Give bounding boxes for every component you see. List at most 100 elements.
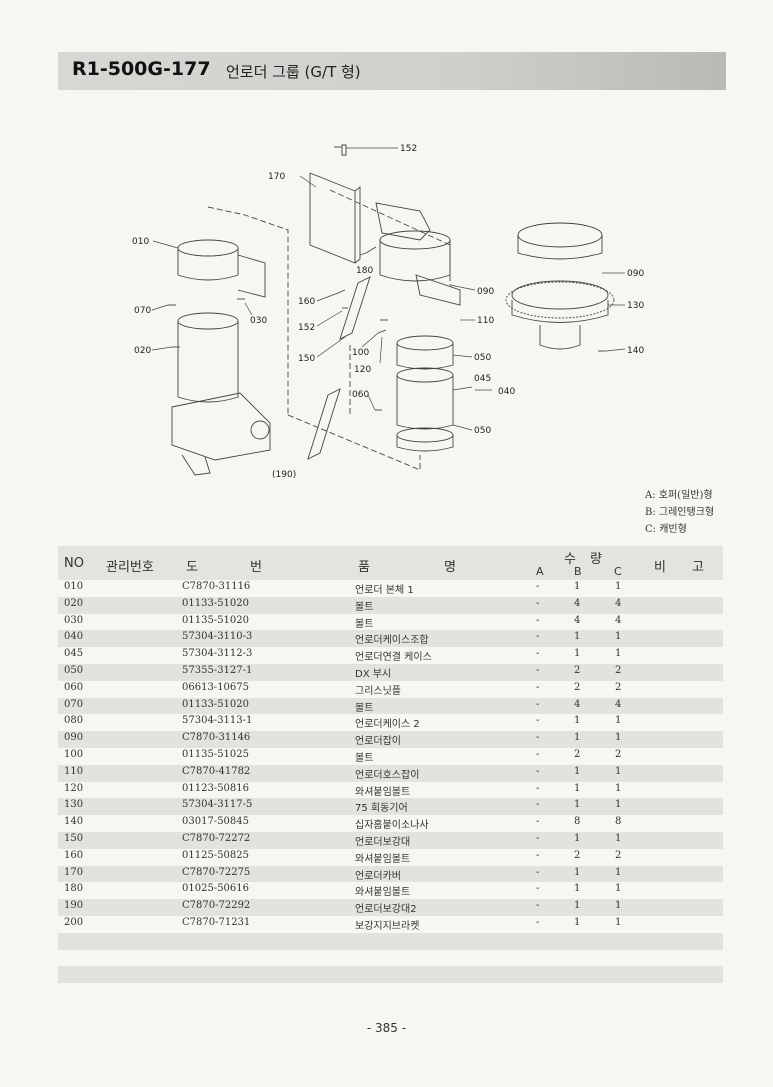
header-no: NO: [64, 556, 84, 571]
parts-table-header: NO 관리번호 도 번 품 명 수 량 A B C 비 고: [58, 546, 723, 580]
cell-qty-c: 4: [615, 614, 622, 626]
callout-140: 140: [627, 346, 644, 356]
cell-part-number: 57304-3112-3: [182, 648, 253, 660]
cell-qty-b: 1: [574, 883, 581, 895]
cell-qty-a: -: [536, 916, 540, 928]
cell-qty-b: 1: [574, 782, 581, 794]
cell-part-number: C7870-41782: [182, 765, 251, 777]
cell-qty-c: 1: [615, 581, 622, 592]
cell-qty-c: 1: [615, 648, 622, 660]
callout-070: 070: [134, 306, 151, 316]
cell-qty-a: -: [536, 748, 540, 760]
cell-qty-c: 2: [615, 664, 622, 676]
model-legend: A: 호퍼(일반)형 B: 그레인탱크형 C: 캐빈형: [645, 487, 714, 538]
cell-qty-a: -: [536, 765, 540, 777]
cell-qty-a: -: [536, 698, 540, 710]
callout-030: 030: [250, 316, 267, 326]
cell-qty-b: 1: [574, 799, 581, 811]
cell-qty-c: 1: [615, 916, 622, 928]
cell-qty-b: 2: [574, 681, 581, 693]
header-name-1: 품: [358, 560, 370, 575]
cell-no: 140: [64, 816, 84, 828]
diagram-svg: 152 170 010 070 030 020 180 160 152 150 …: [132, 144, 644, 480]
legend-a: A: 호퍼(일반)형: [645, 490, 713, 501]
cell-qty-a: -: [536, 849, 540, 861]
cell-part-name: 볼트: [355, 752, 374, 764]
cell-qty-b: 1: [574, 900, 581, 912]
cell-no: 060: [64, 681, 84, 693]
cell-no: 160: [64, 849, 84, 861]
cell-qty-b: 1: [574, 866, 581, 878]
cell-qty-b: 2: [574, 849, 581, 861]
cell-qty-c: 1: [615, 715, 622, 727]
cell-no: 110: [64, 765, 84, 777]
cell-qty-b: 1: [574, 832, 581, 844]
cell-part-number: 01125-50825: [182, 849, 250, 861]
header-remark-1: 비: [654, 560, 666, 575]
cell-part-name: 언로더케이스조합: [355, 635, 429, 647]
page-number: - 385 -: [366, 1021, 407, 1035]
cell-part-number: 01133-51020: [182, 698, 250, 710]
cell-qty-a: -: [536, 866, 540, 878]
table-blank-row: [58, 933, 723, 950]
cell-qty-a: -: [536, 832, 540, 844]
cell-no: 120: [64, 782, 84, 794]
cell-qty-a: -: [536, 715, 540, 727]
exploded-parts-diagram: 152 170 010 070 030 020 180 160 152 150 …: [120, 125, 680, 485]
cell-qty-b: 8: [574, 816, 581, 828]
callout-045: 045: [474, 374, 491, 384]
header-drawing-2: 번: [250, 560, 262, 575]
cell-no: 170: [64, 866, 84, 878]
page-title-name: 언로더 그룹 (G/T 형): [226, 63, 361, 81]
cell-qty-c: 2: [615, 748, 622, 760]
cell-qty-c: 1: [615, 866, 622, 878]
cell-qty-c: 1: [615, 732, 622, 744]
cell-no: 045: [64, 648, 84, 660]
cell-no: 150: [64, 832, 84, 844]
cell-no: 070: [64, 698, 84, 710]
cell-part-name: 볼트: [355, 618, 374, 630]
callout-050-bottom: 050: [474, 426, 491, 436]
cell-qty-a: -: [536, 883, 540, 895]
cell-part-number: 03017-50845: [182, 816, 250, 828]
cell-qty-b: 2: [574, 664, 581, 676]
legend-c: C: 캐빈형: [645, 524, 687, 535]
callout-050-top: 050: [474, 353, 491, 363]
header-name-2: 명: [444, 560, 456, 575]
cell-qty-a: -: [536, 597, 540, 609]
header-mgmt-no: 관리번호: [106, 560, 154, 575]
callout-040: 040: [498, 387, 515, 397]
cell-qty-c: 1: [615, 832, 622, 844]
cell-qty-c: 1: [615, 782, 622, 794]
header-qty-2: 량: [590, 552, 602, 567]
cell-no: 080: [64, 715, 84, 727]
cell-part-number: 01135-51020: [182, 614, 250, 626]
cell-part-name: 언로더잡이: [355, 736, 401, 748]
cell-qty-b: 4: [574, 597, 581, 609]
cell-part-name: 언로더카버: [355, 870, 401, 882]
cell-part-number: 57304-3110-3: [182, 631, 253, 643]
cell-qty-b: 1: [574, 715, 581, 727]
callout-152: 152: [298, 323, 315, 333]
callout-110: 110: [477, 316, 494, 326]
cell-qty-a: -: [536, 581, 540, 592]
cell-qty-b: 1: [574, 648, 581, 660]
cell-part-number: C7870-31116: [182, 581, 251, 592]
legend-b: B: 그레인탱크형: [645, 507, 715, 518]
cell-part-number: 57355-3127-1: [182, 664, 253, 676]
header-col-b: B: [574, 565, 582, 578]
